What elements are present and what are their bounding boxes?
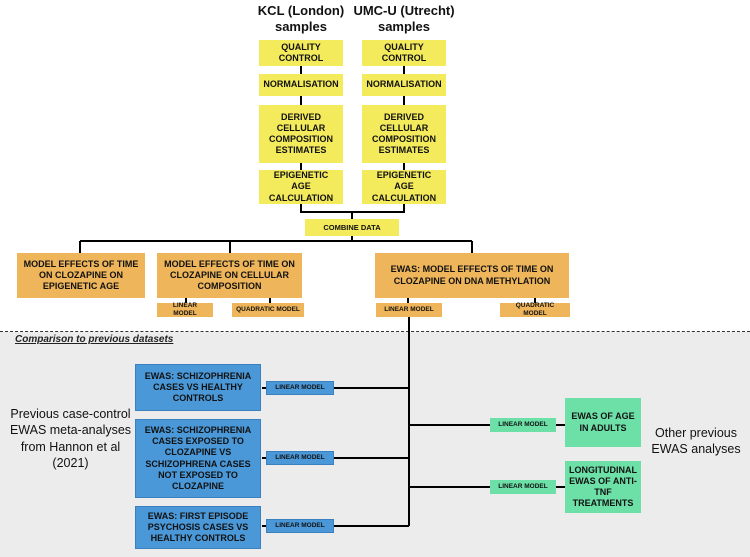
- dashed-divider: [0, 331, 750, 332]
- antitnf-linear-model: LINEAR MODEL: [490, 480, 556, 494]
- kcl-epigenetic-age: EPIGENETIC AGE CALCULATION: [259, 170, 343, 204]
- scz-linear-model: LINEAR MODEL: [266, 381, 334, 395]
- other-ewas-title: Other previous EWAS analyses: [651, 426, 741, 457]
- ewas-quadratic-model: QUADRATIC MODEL: [500, 302, 570, 317]
- ewas-anti-tnf: LONGITUDINAL EWAS OF ANTI-TNF TREATMENTS: [565, 461, 641, 513]
- cellular-quadratic-model: QUADRATIC MODEL: [232, 303, 304, 317]
- combine-data: COMBINE DATA: [305, 219, 399, 236]
- kcl-derived-cellular: DERIVED CELLULAR COMPOSITION ESTIMATES: [259, 105, 343, 163]
- clozapine-linear-model: LINEAR MODEL: [266, 451, 334, 465]
- ewas-first-episode-psychosis: EWAS: FIRST EPISODE PSYCHOSIS CASES VS H…: [135, 506, 261, 549]
- ewas-scz-vs-controls: EWAS: SCHIZOPHRENIA CASES VS HEALTHY CON…: [135, 364, 261, 411]
- umc-derived-cellular: DERIVED CELLULAR COMPOSITION ESTIMATES: [362, 105, 446, 163]
- umc-quality-control: QUALITY CONTROL: [362, 40, 446, 66]
- kcl-normalisation: NORMALISATION: [259, 74, 343, 96]
- ewas-age-adults: EWAS OF AGE IN ADULTS: [565, 398, 641, 447]
- kcl-quality-control: QUALITY CONTROL: [259, 40, 343, 66]
- age-linear-model: LINEAR MODEL: [490, 418, 556, 432]
- umc-epigenetic-age: EPIGENETIC AGE CALCULATION: [362, 170, 446, 204]
- model-ewas-dna-methylation: EWAS: MODEL EFFECTS OF TIME ON CLOZAPINE…: [375, 253, 569, 298]
- comparison-title: Comparison to previous datasets: [15, 334, 174, 345]
- previous-meta-analyses-title: Previous case-control EWAS meta-analyses…: [9, 407, 132, 470]
- ewas-linear-model: LINEAR MODEL: [376, 303, 442, 317]
- umc-normalisation: NORMALISATION: [362, 74, 446, 96]
- kcl-header: KCL (London) samples: [257, 3, 345, 34]
- umc-header: UMC-U (Utrecht) samples: [353, 3, 455, 34]
- model-epigenetic-age: MODEL EFFECTS OF TIME ON CLOZAPINE ON EP…: [17, 253, 145, 298]
- fep-linear-model: LINEAR MODEL: [266, 519, 334, 533]
- model-cellular-composition: MODEL EFFECTS OF TIME ON CLOZAPINE ON CE…: [157, 253, 302, 298]
- cellular-linear-model: LINEAR MODEL: [157, 302, 213, 317]
- ewas-clozapine-exposed: EWAS: SCHIZOPHRENIA CASES EXPOSED TO CLO…: [135, 419, 261, 498]
